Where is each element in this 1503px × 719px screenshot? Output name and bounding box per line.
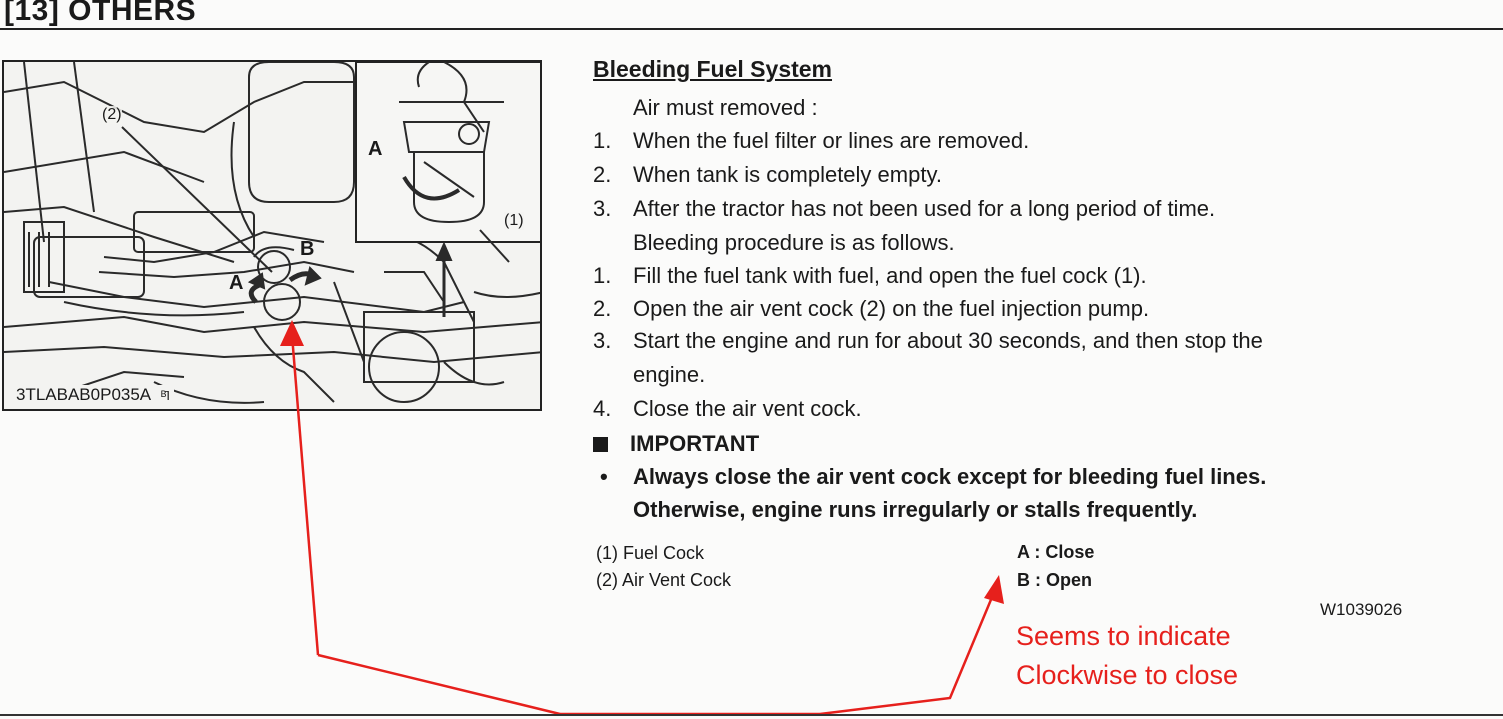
condition-3-text: After the tractor has not been used for …	[633, 196, 1216, 221]
annotation-line-2: Clockwise to close	[1016, 660, 1239, 690]
engine-illustration: (2) (1) A A B 3TLABAB0P035A ᴮ̄I	[2, 60, 542, 411]
step-3-text: Start the engine and run for about 30 se…	[633, 328, 1263, 353]
engine-line-drawing	[4, 62, 540, 404]
inset-letter-a: A	[368, 138, 383, 160]
step-1-num: 1.	[593, 263, 612, 288]
square-bullet-icon	[593, 437, 608, 452]
step-3-cont: engine.	[633, 362, 706, 387]
condition-2-text: When tank is completely empty.	[633, 162, 942, 187]
document-code: W1039026	[1320, 600, 1403, 619]
important-heading-text: IMPORTANT	[630, 431, 760, 456]
callout-2-label: (2)	[102, 106, 122, 124]
figure-code-text: 3TLABAB0P035A	[16, 385, 151, 404]
letter-b: B	[300, 238, 315, 260]
legend-b-open: B : Open	[1017, 570, 1092, 590]
important-line-2: Otherwise, engine runs irregularly or st…	[633, 497, 1198, 522]
step-2-num: 2.	[593, 296, 612, 321]
legend-a-close: A : Close	[1017, 542, 1095, 562]
page-title: [13] OTHERS	[4, 0, 197, 27]
figure-code-suffix: ᴮ̄I	[160, 388, 170, 403]
arrowhead-legend-icon	[984, 575, 1004, 604]
step-2-text: Open the air vent cock (2) on the fuel i…	[633, 296, 1150, 321]
bullet-icon: •	[600, 464, 608, 489]
annotation-line-1: Seems to indicate	[1016, 621, 1231, 651]
procedure-intro: Bleeding procedure is as follows.	[633, 230, 955, 255]
legend-fuel-cock: (1) Fuel Cock	[596, 543, 705, 563]
important-heading: IMPORTANT	[593, 431, 759, 457]
arrow-to-legend	[819, 589, 997, 716]
condition-3-num: 3.	[593, 196, 612, 221]
callout-1-label: (1)	[504, 212, 524, 230]
figure-code: 3TLABAB0P035A ᴮ̄I	[12, 385, 174, 405]
step-4-num: 4.	[593, 396, 612, 421]
important-line-1: Always close the air vent cock except fo…	[633, 464, 1267, 489]
condition-1-num: 1.	[593, 128, 612, 153]
condition-2-num: 2.	[593, 162, 612, 187]
letter-a: A	[229, 272, 244, 294]
step-1-text: Fill the fuel tank with fuel, and open t…	[633, 263, 1147, 288]
intro-line: Air must removed :	[633, 95, 818, 120]
footer-rule	[0, 714, 1503, 716]
step-3-num: 3.	[593, 328, 612, 353]
section-title: Bleeding Fuel System	[593, 56, 833, 82]
condition-1-text: When the fuel filter or lines are remove…	[633, 128, 1030, 153]
step-4-text: Close the air vent cock.	[633, 396, 862, 421]
legend-air-vent-cock: (2) Air Vent Cock	[596, 570, 732, 590]
header-rule	[0, 28, 1503, 30]
